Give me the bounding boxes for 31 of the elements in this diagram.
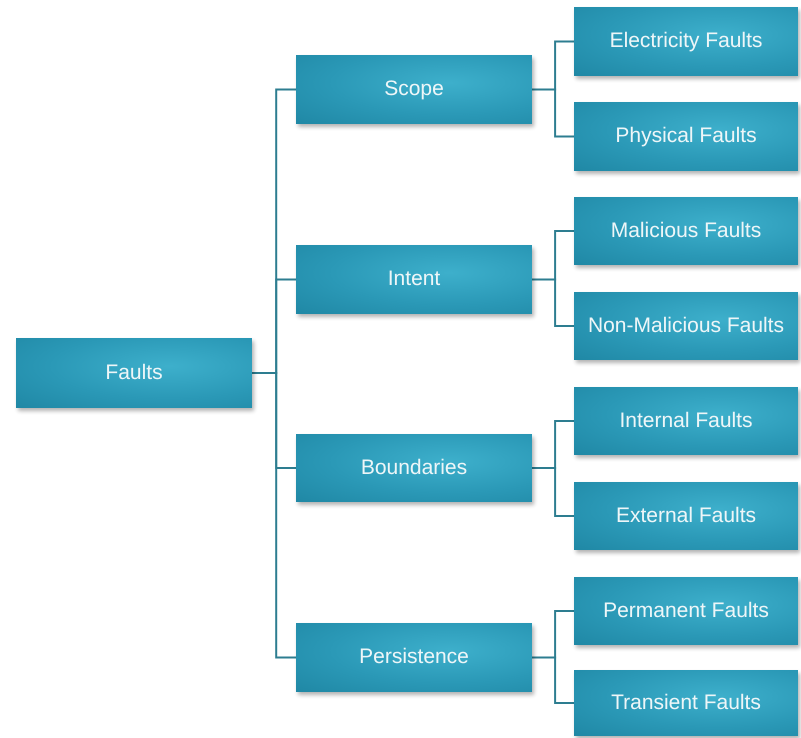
connector-line	[532, 656, 574, 704]
category-box	[296, 55, 532, 124]
category-label: Permanent Faults	[603, 598, 769, 624]
connector-line	[532, 88, 574, 138]
connector-line	[532, 278, 574, 327]
connector-line	[252, 372, 296, 658]
category-label: Malicious Faults	[610, 218, 762, 244]
category-label: Faults	[105, 360, 163, 386]
category-box	[296, 434, 532, 502]
category-box	[574, 482, 798, 550]
category-label: Scope	[384, 77, 444, 102]
category-box	[574, 670, 798, 736]
category-box	[574, 577, 798, 645]
category-label: External Faults	[616, 504, 756, 528]
category-label: Non-Malicious Faults	[588, 314, 784, 338]
category-label: Persistence	[359, 645, 469, 670]
category-box	[574, 292, 798, 360]
category-label: Transient Faults	[611, 690, 761, 716]
category-label: Electricity Faults	[610, 29, 762, 54]
category-label: Boundaries	[360, 456, 468, 480]
category-box	[16, 338, 252, 408]
category-box	[296, 623, 532, 692]
category-box	[574, 102, 798, 171]
category-label: Internal Faults	[619, 408, 753, 434]
category-box	[574, 387, 798, 455]
category-box	[574, 197, 798, 265]
category-label: Physical Faults	[615, 124, 757, 149]
connector-line	[532, 467, 574, 517]
category-label: Intent	[388, 267, 440, 292]
category-box	[574, 7, 798, 76]
category-box	[296, 245, 532, 314]
